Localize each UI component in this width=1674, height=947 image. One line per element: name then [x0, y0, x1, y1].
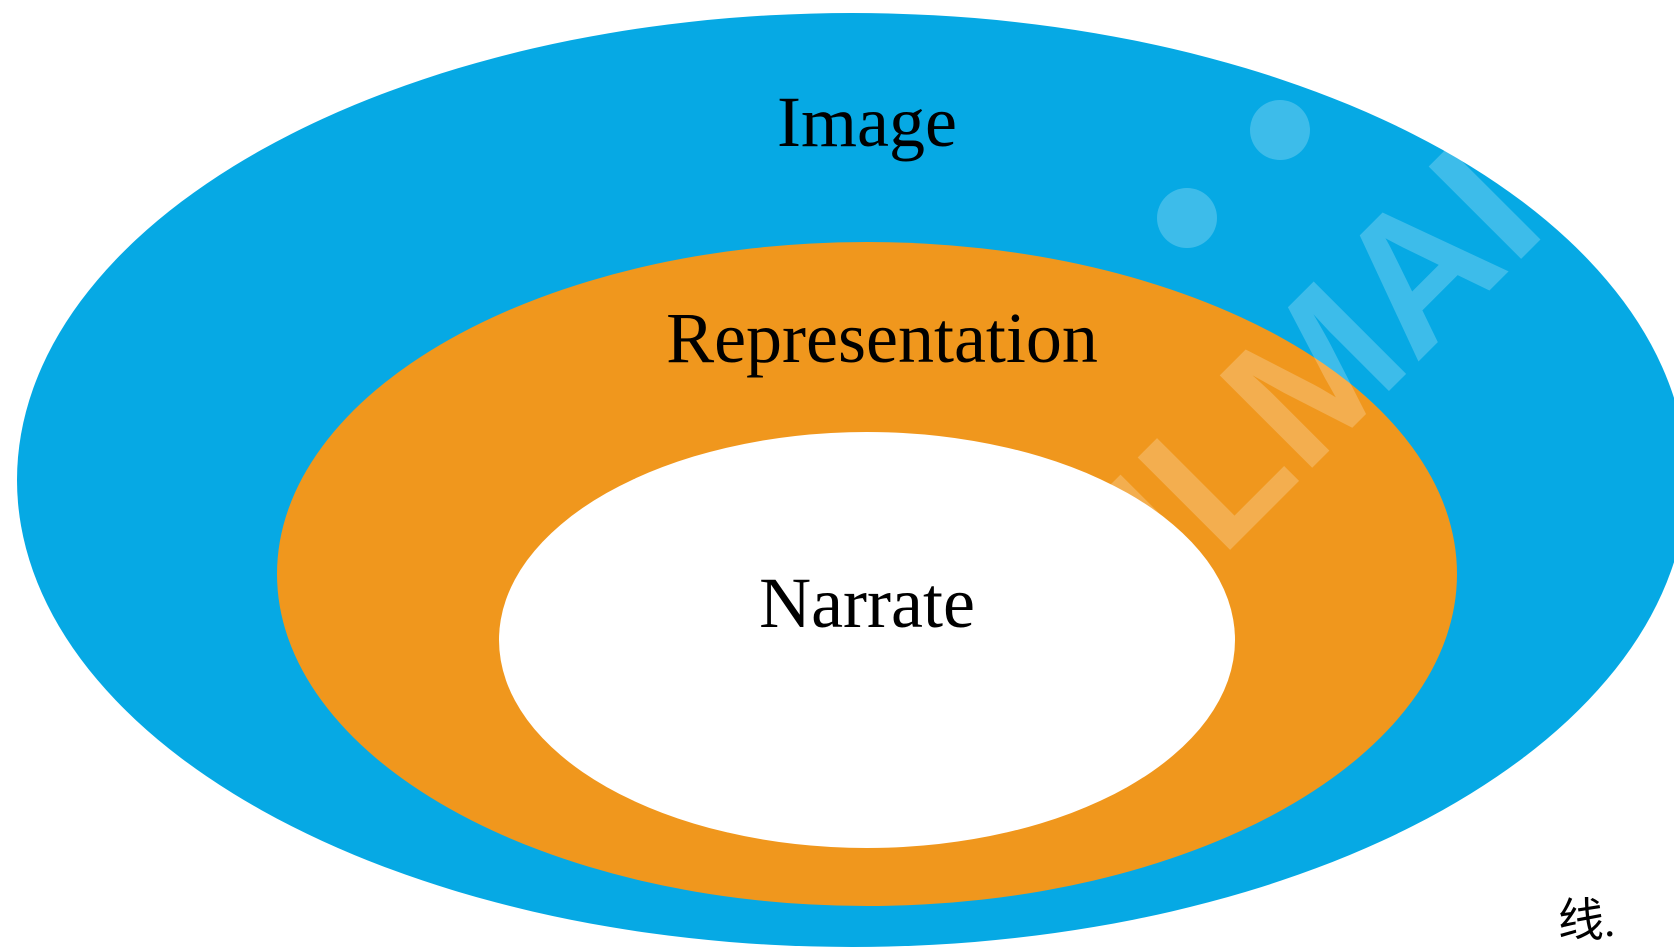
narrate-label: Narrate	[759, 563, 975, 643]
corner-caption-fragment: 线.	[1558, 895, 1616, 946]
inner-ellipse-narrate	[499, 432, 1235, 848]
representation-label: Representation	[666, 298, 1098, 378]
image-label: Image	[777, 82, 957, 162]
